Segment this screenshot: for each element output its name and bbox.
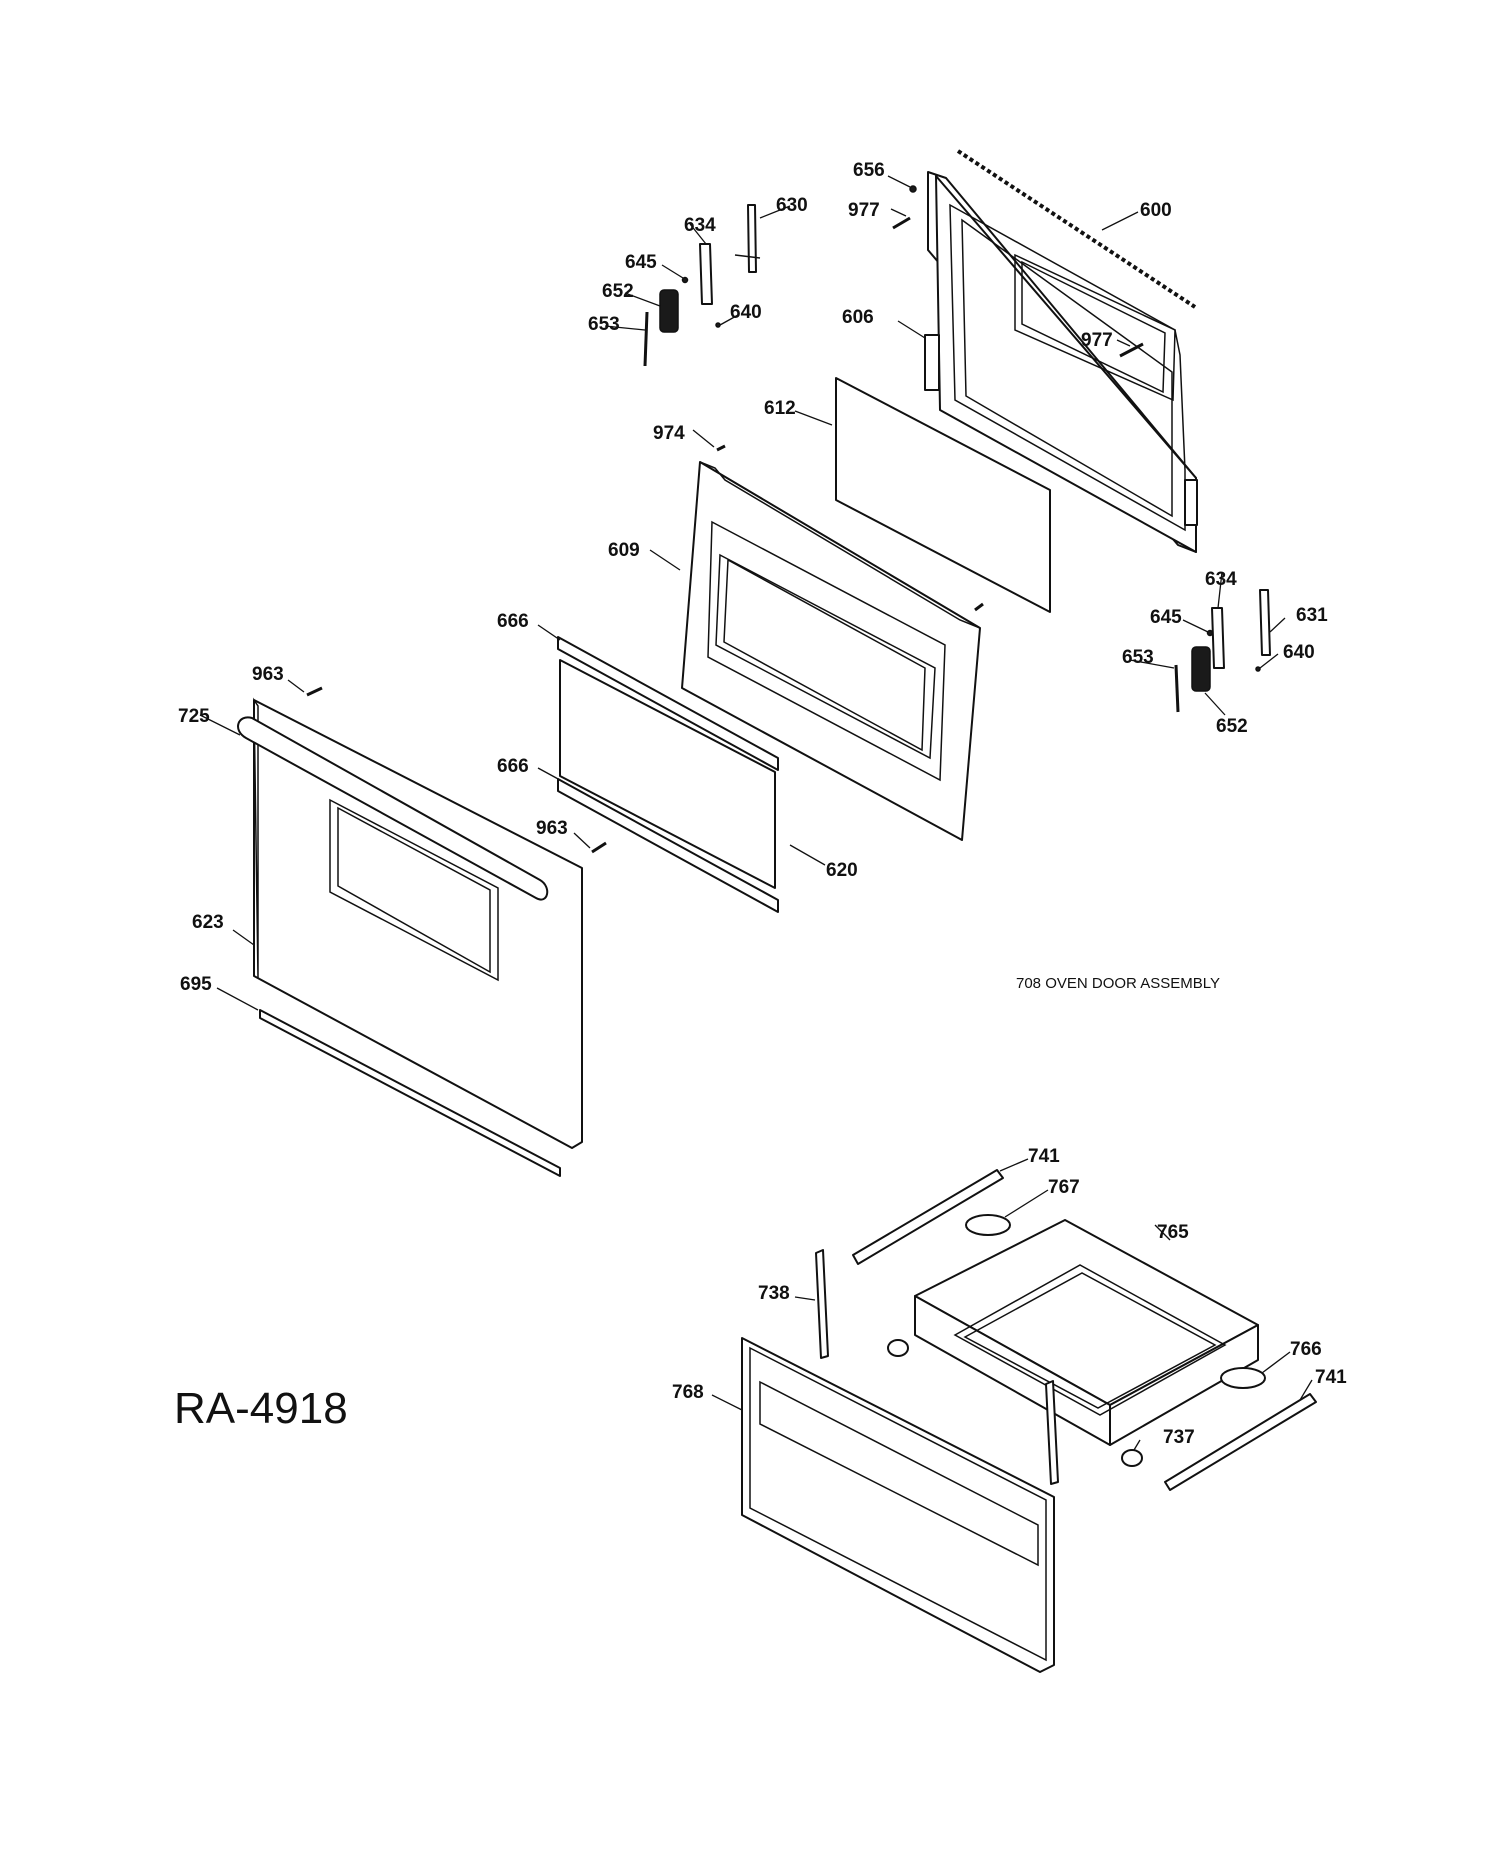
callout-labels: 600 977 977 606 656 612 974 609 666 666 … bbox=[178, 160, 1347, 1448]
callout-634-upper: 634 bbox=[684, 215, 716, 236]
leader-lines bbox=[199, 175, 1313, 1451]
hinge-spring-652-upper bbox=[659, 289, 679, 333]
hinge-630 bbox=[734, 204, 761, 273]
hinge-screw-640-upper bbox=[715, 322, 721, 328]
drawer-rail-738 bbox=[815, 1249, 829, 1359]
callout-634-lower: 634 bbox=[1205, 569, 1237, 590]
callout-645-lower: 645 bbox=[1150, 607, 1182, 628]
hinge-pin-645-upper bbox=[681, 276, 689, 284]
callout-620: 620 bbox=[826, 860, 858, 881]
callout-612: 612 bbox=[764, 398, 796, 419]
callout-766: 766 bbox=[1290, 1339, 1322, 1360]
glass-retainer-666-upper bbox=[557, 636, 779, 771]
callout-768: 768 bbox=[672, 1382, 704, 1403]
drawer-body-765 bbox=[914, 1219, 1259, 1446]
hinge-spring-652-lower bbox=[1191, 646, 1211, 692]
screw-609-right bbox=[974, 602, 984, 612]
callout-963-upper: 963 bbox=[252, 664, 284, 685]
hinge-receiver-634-lower bbox=[1211, 607, 1225, 669]
assembly-label: 708 OVEN DOOR ASSEMBLY bbox=[1016, 975, 1220, 992]
hinge-pin-645-lower bbox=[1206, 629, 1214, 637]
callout-609: 609 bbox=[608, 540, 640, 561]
callout-630: 630 bbox=[776, 195, 808, 216]
outer-glass-620 bbox=[559, 659, 776, 889]
screw-977-lower bbox=[1119, 342, 1144, 358]
callout-606: 606 bbox=[842, 307, 874, 328]
diagram-id: RA-4918 bbox=[174, 1384, 348, 1433]
callout-977-lower: 977 bbox=[1081, 330, 1113, 351]
callout-631: 631 bbox=[1296, 605, 1328, 626]
callout-645-upper: 645 bbox=[625, 252, 657, 273]
callout-666-upper: 666 bbox=[497, 611, 529, 632]
drawer-bracket-left bbox=[887, 1339, 909, 1357]
outer-door-panel-623 bbox=[253, 697, 583, 1149]
drawer-roller-767 bbox=[965, 1214, 1011, 1236]
callout-640-lower: 640 bbox=[1283, 642, 1315, 663]
screw-963-lower bbox=[591, 841, 607, 854]
callout-653-upper: 653 bbox=[588, 314, 620, 335]
drawer-bracket-737 bbox=[1121, 1449, 1143, 1467]
hinge-receiver-634-upper bbox=[699, 243, 713, 305]
screw-963-upper bbox=[306, 686, 323, 697]
door-intermediate-panel-609 bbox=[681, 461, 981, 841]
drawer-front-panel-768 bbox=[741, 1337, 1055, 1673]
hinge-screw-640-lower bbox=[1255, 666, 1261, 672]
drawer-rail-right bbox=[1045, 1380, 1059, 1485]
callout-767: 767 bbox=[1048, 1177, 1080, 1198]
glass-retainer-666-lower bbox=[557, 778, 779, 913]
callout-963-lower: 963 bbox=[536, 818, 568, 839]
callout-977-upper: 977 bbox=[848, 200, 880, 221]
fastener-656 bbox=[909, 185, 917, 193]
callout-737: 737 bbox=[1163, 1427, 1195, 1448]
door-gasket-600 bbox=[956, 149, 1197, 309]
hinge-rod-653-lower bbox=[1174, 664, 1180, 713]
callout-738: 738 bbox=[758, 1283, 790, 1304]
drawer-slide-741-lower bbox=[1164, 1393, 1317, 1491]
screw-977-upper bbox=[892, 216, 911, 230]
screw-974 bbox=[716, 444, 726, 452]
callout-652-lower: 652 bbox=[1216, 716, 1248, 737]
oven-door-handle-725 bbox=[237, 716, 549, 901]
callout-974: 974 bbox=[653, 423, 685, 444]
callout-666-lower: 666 bbox=[497, 756, 529, 777]
callout-741-upper: 741 bbox=[1028, 1146, 1060, 1167]
callout-765: 765 bbox=[1157, 1222, 1189, 1243]
callout-652-upper: 652 bbox=[602, 281, 634, 302]
door-inner-liner-600 bbox=[924, 171, 1198, 553]
callout-653-lower: 653 bbox=[1122, 647, 1154, 668]
drawer-slide-741-upper bbox=[852, 1169, 1004, 1265]
callout-623: 623 bbox=[192, 912, 224, 933]
callout-695: 695 bbox=[180, 974, 212, 995]
callout-656: 656 bbox=[853, 160, 885, 181]
callout-741-lower: 741 bbox=[1315, 1367, 1347, 1388]
callout-600: 600 bbox=[1140, 200, 1172, 221]
hinge-rod-653-upper bbox=[643, 311, 649, 367]
inner-window-glass-612 bbox=[835, 377, 1051, 613]
drawer-roller-766 bbox=[1220, 1367, 1266, 1389]
door-trim-695 bbox=[259, 1009, 561, 1177]
callout-640-upper: 640 bbox=[730, 302, 762, 323]
hinge-631 bbox=[1259, 589, 1271, 656]
callout-725: 725 bbox=[178, 706, 210, 727]
